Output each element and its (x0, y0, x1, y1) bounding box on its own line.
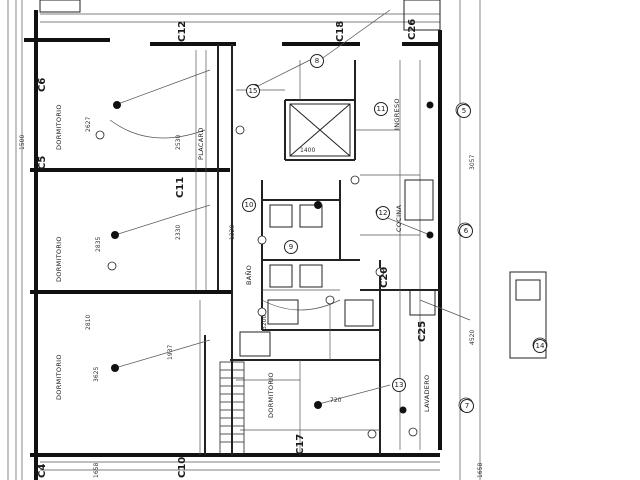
grid-marker: 9 (284, 240, 298, 254)
column-label: C6 (37, 77, 48, 92)
room-label: DORMITORIO (267, 372, 275, 418)
dimension-label: 2627 (85, 116, 92, 132)
dimension-label: 2330 (175, 224, 182, 240)
dimension-label: 2530 (175, 134, 182, 150)
grid-marker: 5 (457, 104, 471, 118)
light-points (111, 84, 434, 414)
grid-marker: 14 (533, 339, 547, 353)
grid-marker: 6 (459, 224, 473, 238)
column-label: C5 (37, 155, 48, 170)
dimension-label: 3057 (469, 154, 476, 170)
grid-marker: 7 (460, 399, 474, 413)
column-label: C17 (295, 433, 306, 455)
column-label: C25 (417, 320, 428, 342)
dimension-label: 2810 (85, 314, 92, 330)
dimension-label: 1658 (93, 462, 100, 478)
secondary-lines (7, 0, 481, 480)
grid-marker: 11 (374, 102, 388, 116)
room-label: COCINA (395, 204, 403, 232)
dimension-label: 720 (330, 397, 342, 404)
room-label: BAÑO (245, 264, 253, 285)
room-label: DORMITORIO (55, 354, 63, 400)
column-label: C18 (335, 20, 346, 42)
grid-marker: 15 (246, 84, 260, 98)
column-label: C4 (37, 463, 48, 478)
dimension-label: 1400 (300, 147, 316, 154)
dimension-label: 1220 (229, 224, 236, 240)
grid-marker: 10 (242, 198, 256, 212)
room-label: INGRESO (393, 98, 401, 130)
room-label: LAVADERO (423, 374, 431, 412)
outer-walls (24, 10, 442, 480)
stair-block (219, 361, 245, 455)
room-label: PLACARD (197, 127, 205, 160)
dimension-label: 2835 (95, 236, 102, 252)
grid-marker: 13 (392, 378, 406, 392)
room-label: DORMITORIO (55, 236, 63, 282)
fixtures (39, 0, 547, 359)
room-label: DORMITORIO (55, 104, 63, 150)
column-label: C10 (177, 456, 188, 478)
column-label: C11 (175, 176, 186, 198)
dimension-label: 1937 (167, 344, 174, 360)
column-label: C20 (379, 266, 390, 288)
dimension-label: 3200 (261, 314, 268, 330)
dimension-label: 4520 (469, 329, 476, 345)
column-label: C26 (407, 18, 418, 40)
dimension-label: 1658 (477, 462, 484, 478)
dimension-label: 1500 (19, 134, 26, 150)
grid-marker: 12 (376, 206, 390, 220)
grid-marker: 8 (310, 54, 324, 68)
dimension-label: 3625 (93, 366, 100, 382)
column-label: C12 (177, 20, 188, 42)
interior-walls (204, 44, 440, 455)
